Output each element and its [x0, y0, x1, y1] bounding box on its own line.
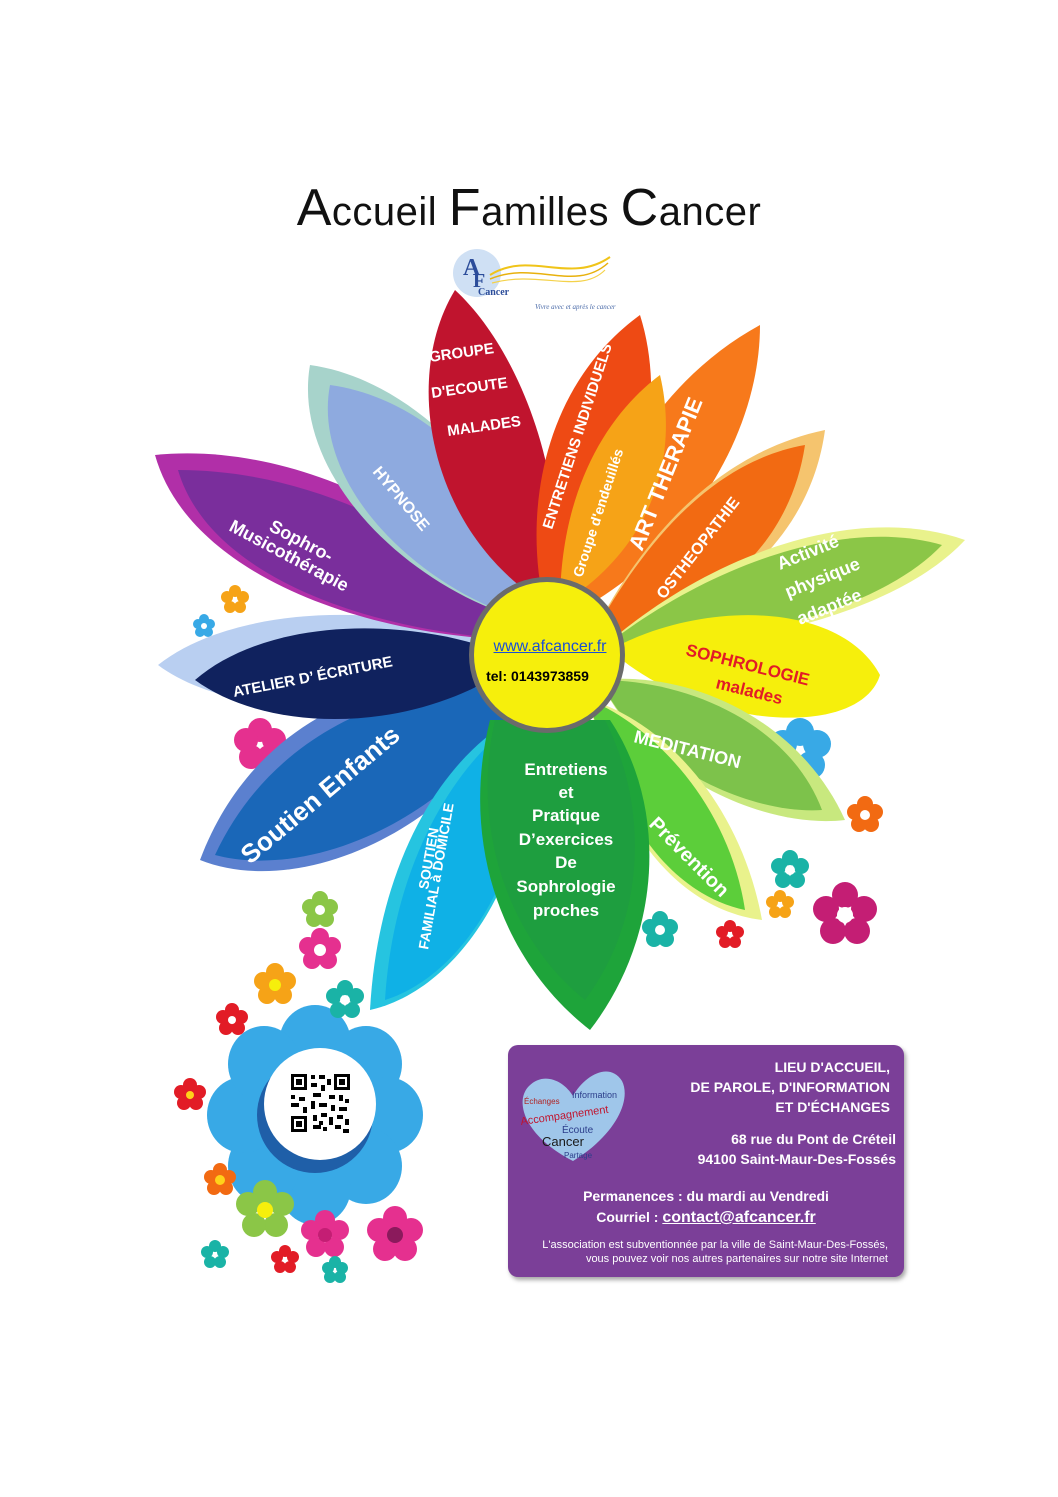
small-flower-1: [236, 1180, 294, 1237]
heart-word-ecoute: Écoute: [562, 1123, 594, 1136]
petal-musico: [178, 470, 530, 640]
petal-proches: [487, 720, 635, 1000]
qr-code-icon: [291, 1074, 350, 1133]
heart-word-echanges: Échanges: [524, 1097, 560, 1106]
petal-activite: [600, 536, 942, 650]
label-proches-6: Sophrologie: [516, 877, 615, 896]
heart-word-information: Information: [572, 1090, 617, 1100]
petal-prevention: [590, 700, 745, 910]
label-proches-5: De: [555, 853, 577, 872]
afc-logo: A F Cancer: [453, 249, 611, 298]
small-flower-13: [847, 796, 883, 832]
info-address: 68 rue du Pont de Créteil 94100 Saint-Ma…: [698, 1129, 896, 1169]
info-box: Échanges Information Accompagnement Écou…: [508, 1045, 904, 1277]
label-proches-1: Entretiens: [524, 760, 607, 779]
small-flower-20: [201, 1240, 229, 1268]
info-heading: LIEU D'ACCUEIL, DE PAROLE, D'INFORMATION…: [690, 1057, 890, 1117]
email-link[interactable]: contact@afcancer.fr: [662, 1209, 816, 1226]
small-flower-4: [204, 1163, 236, 1195]
info-courriel: Courriel : contact@afcancer.fr: [508, 1209, 904, 1227]
info-footer-line-2: vous pouvez voir nos autres partenaires …: [585, 1253, 888, 1265]
label-proches-7: proches: [533, 901, 599, 920]
petal-hypnose: [327, 385, 545, 625]
petal-endeuilles: [560, 375, 666, 605]
small-flower-10: [302, 891, 338, 927]
logo-letter-f: F: [473, 270, 485, 292]
small-flower-21: [271, 1245, 299, 1273]
small-flower-6: [216, 1003, 248, 1035]
title-letter-f: F: [448, 179, 482, 237]
title-letter-a: A: [296, 179, 332, 237]
logo-swirl-3: [491, 269, 606, 284]
heart-word-partage: Partage: [564, 1151, 593, 1160]
petal-groupe: [428, 290, 558, 610]
label-proches-4: D’exercices: [519, 830, 614, 849]
title-word-familles: amilles: [481, 190, 621, 234]
small-flower-11: [813, 882, 877, 944]
heart-icon: Échanges Information Accompagnement Écou…: [520, 1071, 625, 1161]
logo-letter-a: A: [463, 255, 481, 281]
small-flower-8: [299, 928, 341, 969]
small-flower-19: [322, 1256, 348, 1283]
label-proches-2: et: [558, 783, 573, 802]
small-flower-5: [174, 1078, 206, 1110]
small-flower-16: [716, 920, 744, 948]
page-title: Accueil Familles Cancer: [0, 178, 1058, 238]
small-flower-17: [221, 585, 249, 613]
info-footer-line-1: L'association est subventionnée par la v…: [542, 1239, 888, 1251]
logo-tagline: Vivre avec et après le cancer: [535, 303, 616, 311]
petal-meditation: [600, 680, 822, 811]
small-flower-3: [367, 1206, 423, 1261]
small-flower-9: [326, 980, 364, 1018]
petals: [155, 290, 965, 1030]
small-flower-15: [642, 911, 678, 947]
info-heading-line-3: ET D'ÉCHANGES: [775, 1099, 890, 1115]
small-flower-12: [771, 850, 809, 888]
petal-soutien-enfants: [215, 687, 530, 861]
small-flower-14: [766, 890, 794, 918]
info-heading-line-2: DE PAROLE, D'INFORMATION: [690, 1079, 890, 1095]
info-address-street: 68 rue du Pont de Créteil: [731, 1131, 896, 1147]
info-courriel-label: Courriel :: [596, 1209, 663, 1225]
logo-swirl-2: [489, 262, 609, 280]
heart-word-cancer: Cancer: [542, 1134, 585, 1149]
logo-swirl-1: [489, 256, 611, 276]
website-link[interactable]: www.afcancer.fr: [493, 638, 607, 655]
small-flower-18: [193, 614, 215, 637]
small-flower-2: [301, 1210, 349, 1257]
petal-atelier: [195, 628, 520, 720]
label-proches-3: Pratique: [532, 806, 600, 825]
label-proches: Entretiens et Pratique D’exercices De So…: [516, 760, 615, 920]
petal-osteo: [590, 445, 805, 640]
info-address-city: 94100 Saint-Maur-Des-Fossés: [697, 1151, 896, 1167]
title-word-cancer: ancer: [658, 190, 762, 234]
small-flower-7: [254, 963, 296, 1004]
phone-number: tel: 0143973859: [486, 668, 589, 684]
title-letter-c: C: [620, 179, 659, 237]
center-disc: [474, 582, 620, 728]
logo-word-cancer: Cancer: [478, 287, 510, 298]
qr-code: [264, 1048, 376, 1160]
info-footer: L'association est subventionnée par la v…: [542, 1238, 888, 1266]
title-word-accueil: ccueil: [331, 190, 449, 234]
info-permanences: Permanences : du mardi au Vendredi: [583, 1188, 829, 1204]
logo-globe: [453, 249, 501, 297]
info-heading-line-1: LIEU D'ACCUEIL,: [774, 1059, 890, 1075]
